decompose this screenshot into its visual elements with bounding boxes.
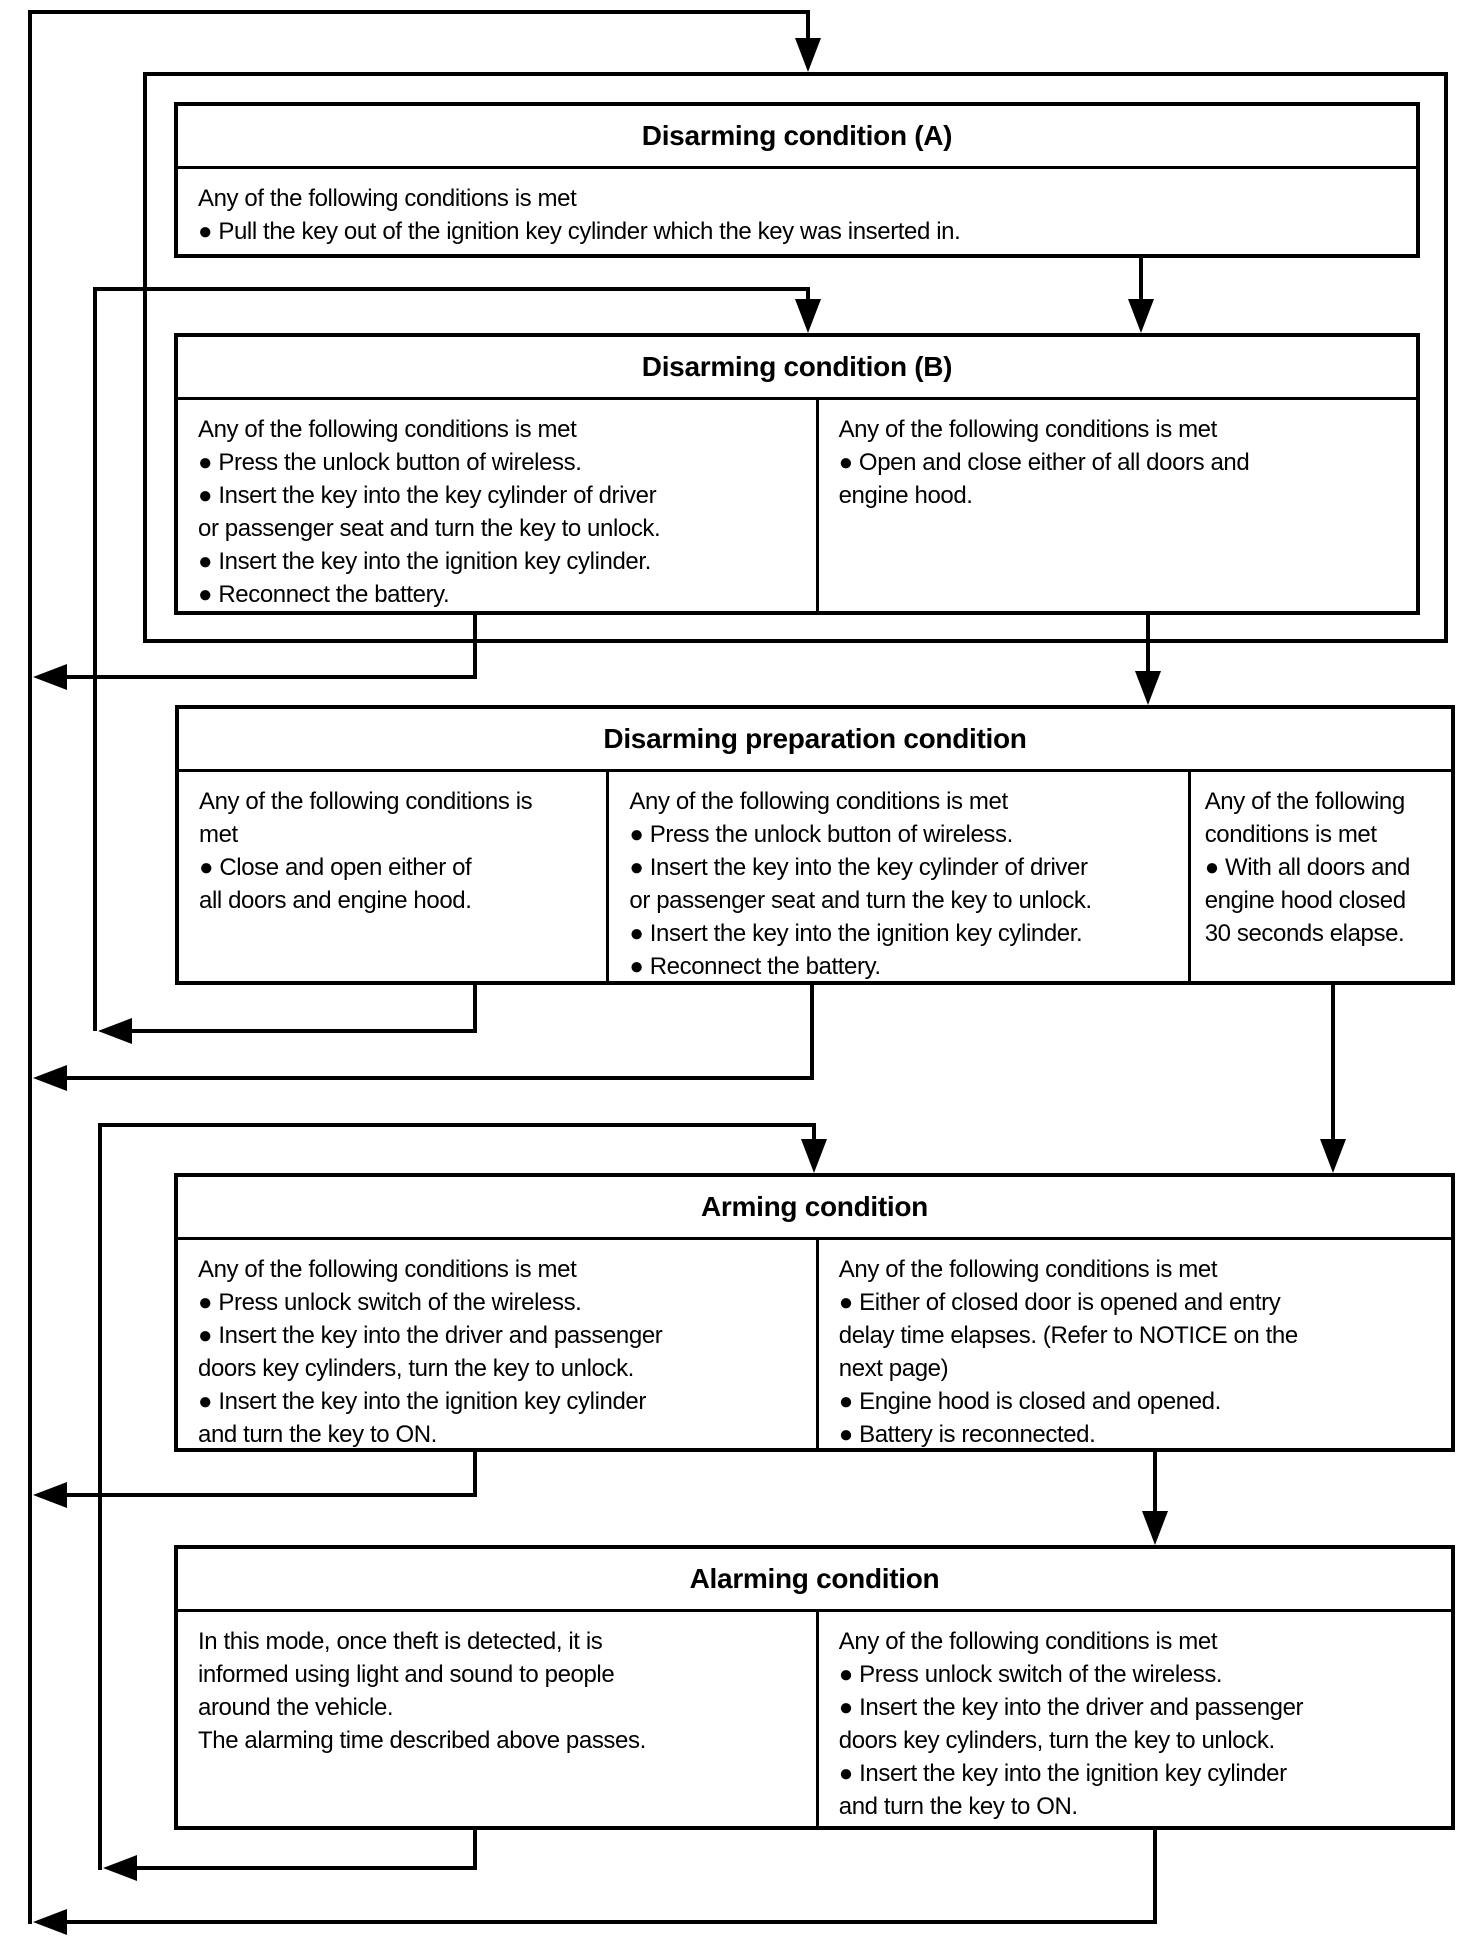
cell-prep-col3: Any of the following conditions is met ●…: [1187, 772, 1451, 981]
cell-arming-left: Any of the following conditions is met ●…: [198, 1256, 663, 1448]
arrowhead-into-disarming-group: [795, 38, 821, 72]
cell-alarming-right: Any of the following conditions is met ●…: [815, 1612, 1451, 1826]
line-prep-to-left-rail: [62, 983, 814, 1080]
cell-disarming-b-right: Any of the following conditions is met ●…: [815, 400, 1416, 611]
box-arming-condition: Arming condition Any of the following co…: [174, 1173, 1455, 1452]
box-disarming-condition-b: Disarming condition (B) Any of the follo…: [174, 333, 1420, 615]
cell-disarming-b-left: Any of the following conditions is met ●…: [198, 416, 661, 608]
box-disarming-condition-a: Disarming condition (A) Any of the follo…: [174, 102, 1420, 258]
arrowhead-prep-to-left-rail: [33, 1065, 67, 1091]
box-alarming-condition: Alarming condition In this mode, once th…: [174, 1545, 1455, 1830]
arrowhead-b-feedback: [33, 664, 67, 690]
arrowhead-arming-to-alarming: [1142, 1511, 1168, 1545]
line-alarming-to-left-rail: [62, 1828, 1157, 1924]
arrowhead-prep-to-second-rail: [98, 1018, 132, 1044]
cell-arming-right: Any of the following conditions is met ●…: [815, 1240, 1451, 1448]
box-title-alarming: Alarming condition: [178, 1549, 1451, 1612]
cell-prep-col1: Any of the following conditions is met ●…: [199, 788, 533, 914]
arrowhead-arming-feedback: [33, 1482, 67, 1508]
line-prep-to-second-rail: [127, 983, 477, 1033]
line-arming-feedback: [62, 1450, 477, 1497]
cell-disarming-a-body: Any of the following conditions is met ●…: [198, 185, 961, 245]
box-title-disarming-a: Disarming condition (A): [178, 106, 1416, 169]
cell-prep-col2: Any of the following conditions is met ●…: [606, 772, 1187, 981]
arrowhead-alarming-to-left-rail: [33, 1909, 67, 1935]
box-title-disarming-preparation: Disarming preparation condition: [179, 709, 1451, 772]
line-alarming-to-bracket: [132, 1828, 477, 1870]
arrowhead-alarming-to-bracket: [103, 1855, 137, 1881]
box-disarming-preparation: Disarming preparation condition Any of t…: [175, 705, 1455, 985]
arrowhead-bracket-into-arming: [801, 1139, 827, 1173]
box-title-arming: Arming condition: [178, 1177, 1451, 1240]
box-title-disarming-b: Disarming condition (B): [178, 337, 1416, 400]
arrowhead-b-to-prep: [1135, 671, 1161, 705]
arrowhead-prep-to-arming: [1320, 1139, 1346, 1173]
cell-alarming-left: In this mode, once theft is detected, it…: [198, 1628, 646, 1754]
